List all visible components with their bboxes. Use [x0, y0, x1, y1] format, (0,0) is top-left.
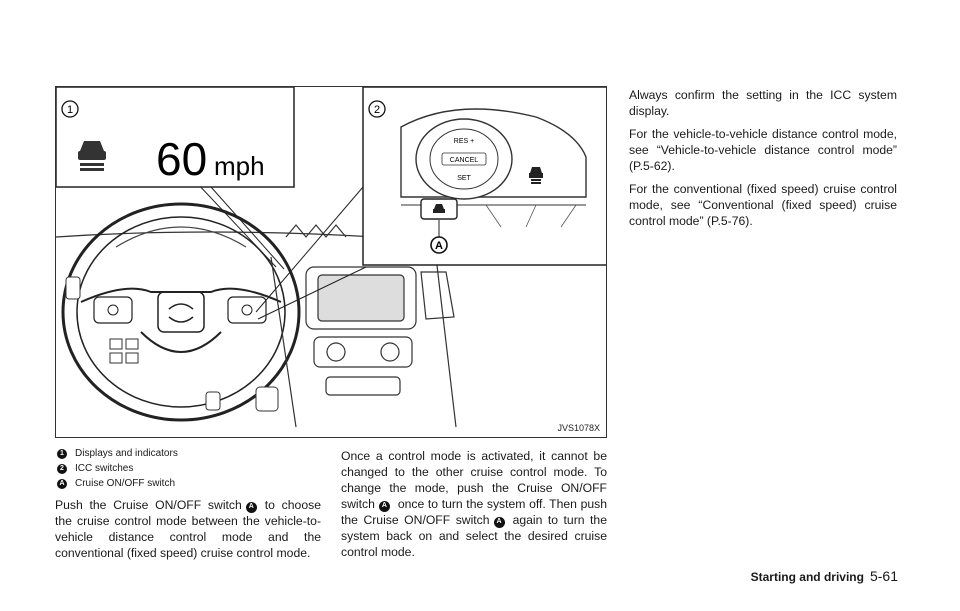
inset-switches: 2 RES + CANCEL SET A	[362, 87, 606, 266]
paragraph-confirm-setting: Always confirm the setting in the ICC sy…	[629, 88, 897, 118]
paragraph-change-mode: Once a control mode is activated, it can…	[341, 448, 607, 560]
legend-text: Displays and indicators	[75, 448, 178, 459]
inset-1-marker: 1	[67, 104, 73, 116]
legend-marker: 1	[57, 448, 67, 459]
dashboard-drawing: 1 60 mph 2 RES + CANCEL SET	[56, 87, 606, 428]
inline-marker: A	[493, 516, 505, 528]
paragraph-text: Once a control mode is activated, it can…	[341, 449, 607, 511]
legend-item-icc-switches: 2 ICC switches	[57, 461, 178, 476]
legend-text: Cruise ON/OFF switch	[75, 478, 176, 489]
inset-a-marker: A	[435, 240, 443, 252]
legend-item-displays: 1 Displays and indicators	[57, 446, 178, 461]
figure-code: JVS1078X	[557, 423, 600, 433]
legend-item-cruise-switch: A Cruise ON/OFF switch	[57, 476, 178, 491]
center-console	[270, 224, 457, 428]
left-switch-panel	[65, 276, 139, 364]
steering-wheel	[61, 202, 301, 422]
page-number: 5-61	[869, 568, 898, 584]
distance-icon	[529, 167, 543, 184]
inset-display: 1 60 mph	[56, 87, 295, 188]
dashboard-illustration: 1 60 mph 2 RES + CANCEL SET	[55, 86, 607, 438]
cancel-label: CANCEL	[450, 157, 479, 164]
car-ahead-icon	[78, 141, 106, 171]
paragraph-distance-reference: For the vehicle-to-vehicle distance cont…	[629, 127, 897, 173]
figure-legend: 1 Displays and indicators 2 ICC switches…	[57, 446, 178, 491]
inline-marker: A	[245, 501, 257, 513]
paragraph-text: to choose the cruise control mode betwee…	[55, 498, 321, 560]
set-label: SET	[457, 175, 471, 182]
paragraph-text: once to turn the system off. Then push t…	[341, 497, 607, 527]
inline-marker: A	[378, 500, 390, 512]
paragraph-text: Push the Cruise ON/OFF switch	[55, 498, 242, 512]
speed-value: 60	[156, 133, 207, 185]
paragraph-text: again to turn the system back on and sel…	[341, 513, 607, 559]
inset-2-marker: 2	[374, 104, 380, 116]
legend-text: ICC switches	[75, 463, 134, 474]
res-label: RES +	[454, 138, 474, 145]
page-footer: Starting and driving 5-61	[751, 568, 898, 584]
speed-unit: mph	[214, 151, 265, 181]
section-title: Starting and driving	[750, 570, 864, 584]
legend-marker: A	[57, 478, 67, 489]
right-column: Always confirm the setting in the ICC sy…	[629, 87, 897, 236]
cruise-icon	[433, 204, 445, 213]
paragraph-conventional-reference: For the conventional (fixed speed) cruis…	[629, 182, 897, 228]
legend-marker: 2	[57, 463, 67, 474]
